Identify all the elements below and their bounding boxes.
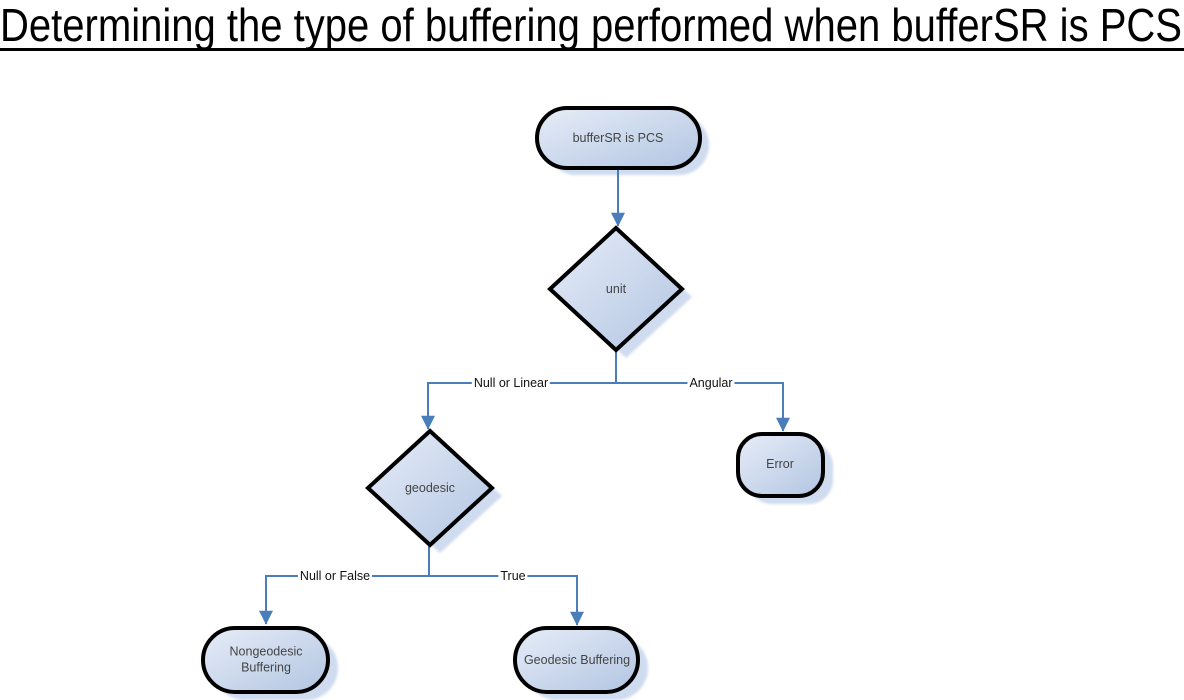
node-geodesic-label: geodesic bbox=[404, 481, 456, 496]
node-error-shape bbox=[736, 432, 825, 498]
connector-unit-to-geodesic bbox=[421, 351, 617, 430]
node-unit-label: unit bbox=[605, 282, 627, 297]
node-geodesic-buffering-label: Geodesic Buffering bbox=[523, 653, 631, 668]
node-unit-decision-shape bbox=[547, 225, 685, 353]
node-start-label: bufferSR is PCS bbox=[572, 131, 664, 146]
connectors bbox=[259, 169, 790, 626]
node-nongeodesic-shape bbox=[201, 626, 330, 694]
page-title: Determining the type of buffering perfor… bbox=[0, 0, 1182, 51]
node-nongeodesic-label: Nongeodesic Buffering bbox=[229, 644, 303, 674]
node-shadows bbox=[213, 115, 833, 700]
node-error-label: Error bbox=[766, 457, 794, 472]
node-start-shape bbox=[535, 106, 702, 170]
connector-geodesic-to-geodesic-buffering bbox=[429, 575, 584, 626]
node-geodesic-decision-shape bbox=[365, 428, 495, 548]
nodes bbox=[201, 106, 825, 694]
edge-label-true: True bbox=[498, 569, 528, 583]
edge-label-null-or-linear: Null or Linear bbox=[471, 376, 551, 390]
edge-label-angular: Angular bbox=[687, 376, 735, 390]
connector-geodesic-to-nongeodesic bbox=[259, 546, 430, 625]
connector-unit-to-error bbox=[616, 382, 790, 432]
node-geodesic-buffering-shape bbox=[513, 626, 640, 694]
edge-label-null-or-false: Null or False bbox=[297, 569, 373, 583]
